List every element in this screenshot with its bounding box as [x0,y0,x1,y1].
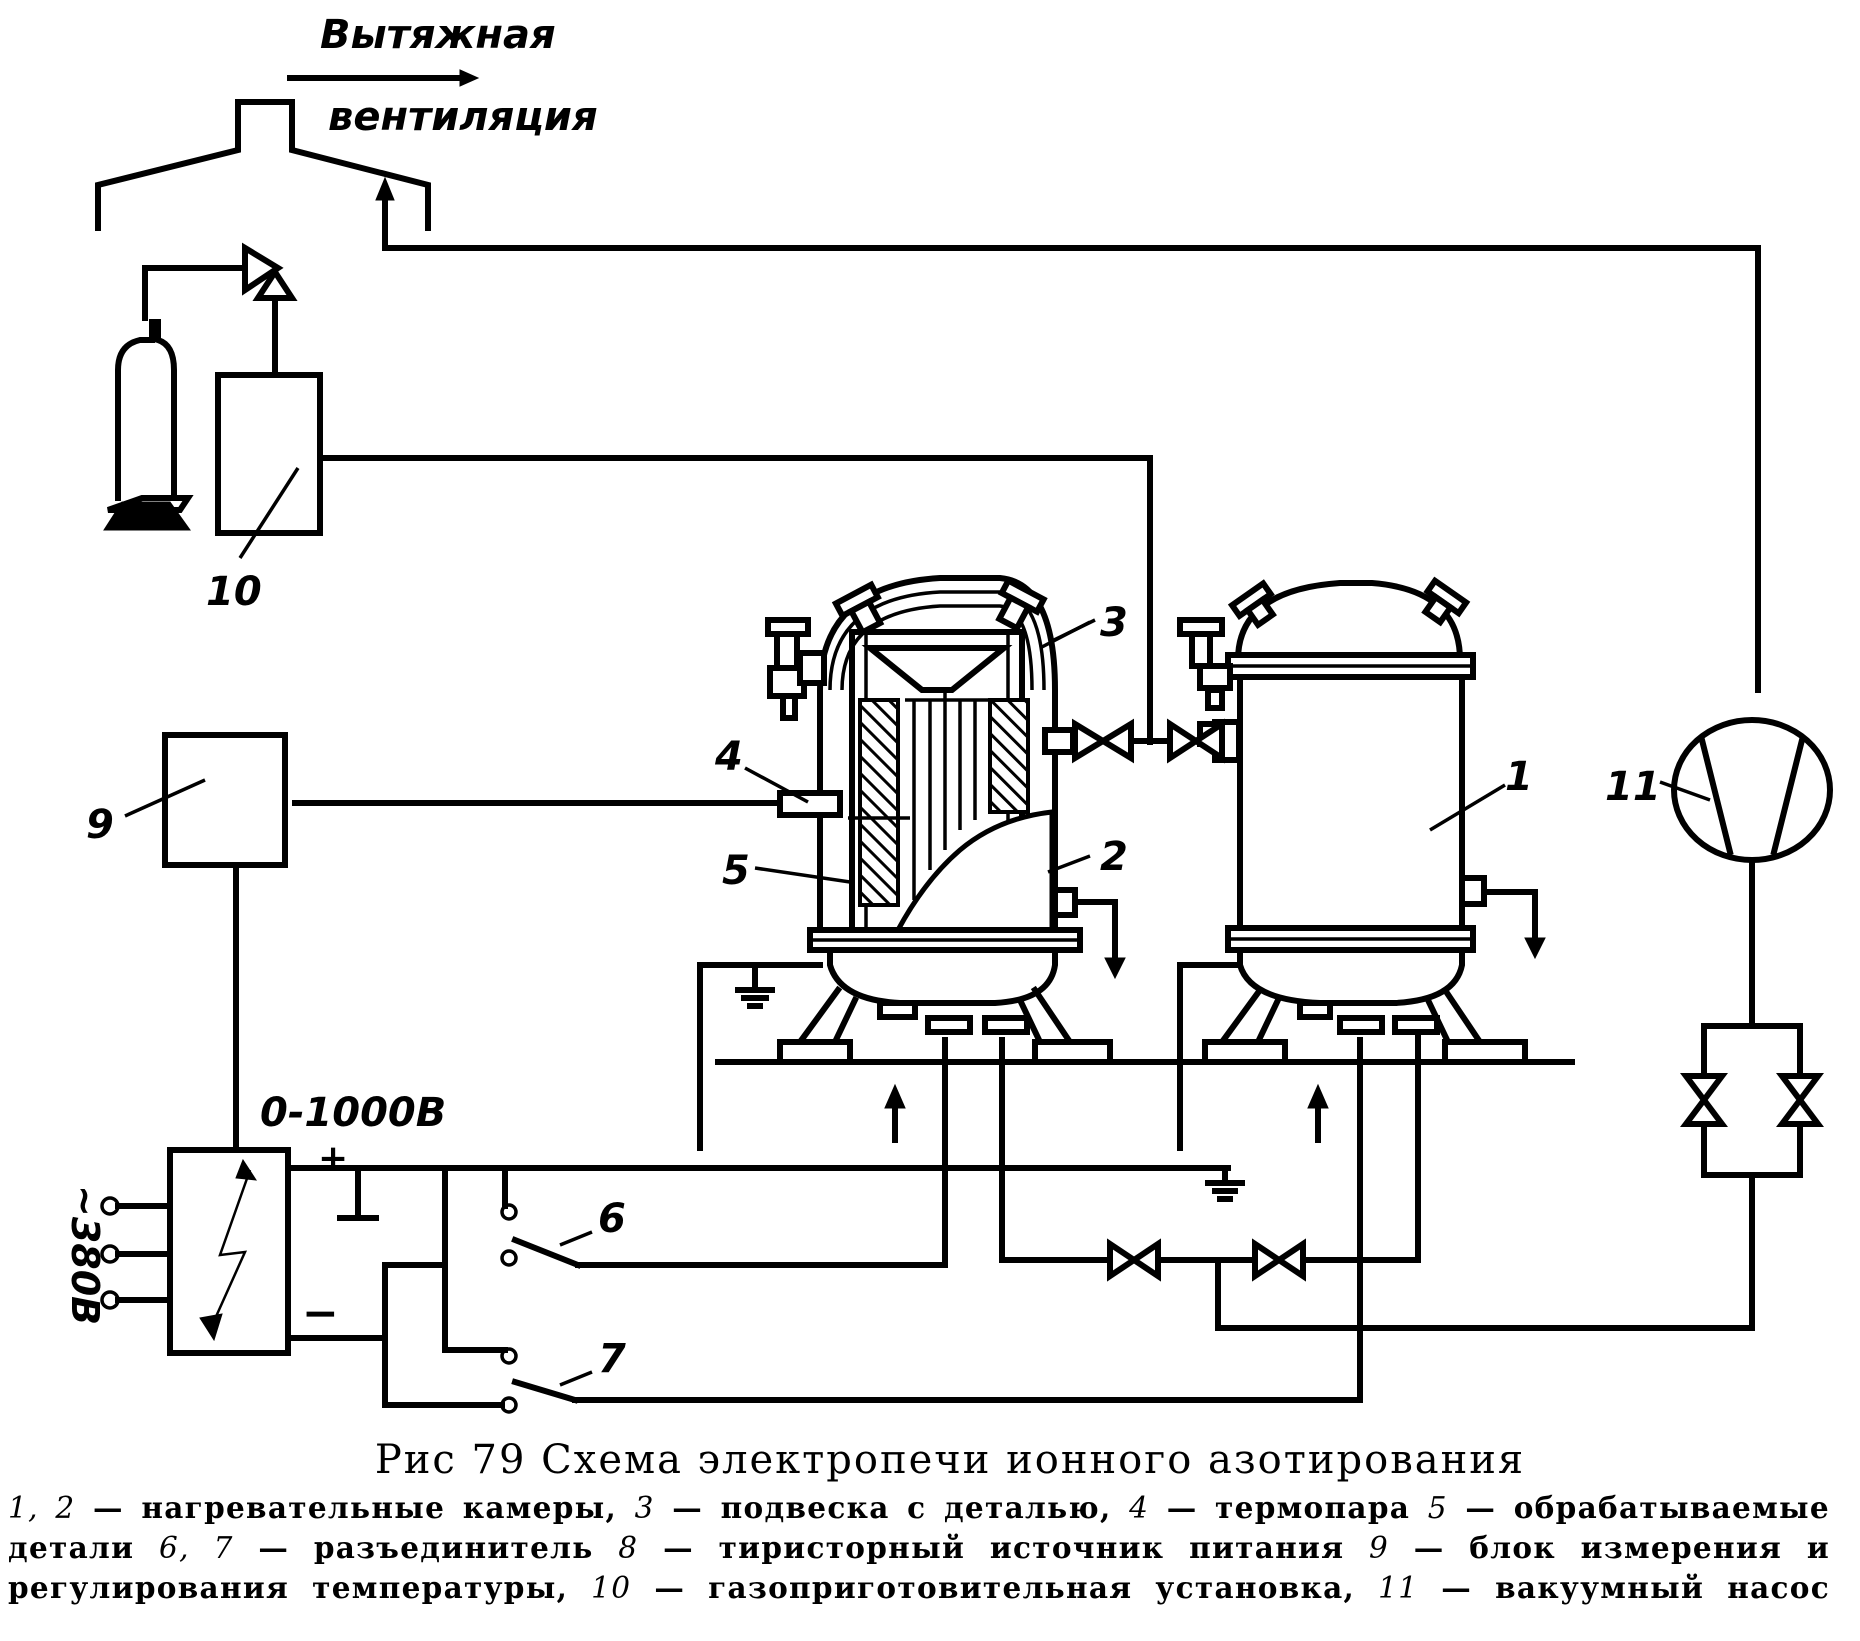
legend-item-number: 10 [591,1571,632,1605]
label-9: 9 [86,802,114,848]
figure-caption: Рис 79 Схема электропечи ионного азотиро… [0,1436,1860,1608]
legend-item-text: — тиристорный источник питания [638,1530,1370,1565]
ventilation-label-2: вентиляция [328,94,598,140]
temperature-control-unit [162,732,288,868]
caption-legend: 1, 2 — нагревательные камеры, 3 — подвес… [8,1488,1830,1608]
legend-item-number: 11 [1378,1571,1419,1605]
caption-title: Рис 79 Схема электропечи ионного азотиро… [374,1437,1526,1483]
label-1: 1 [1505,754,1533,800]
legend-item: 5 — обрабатываемые детали [8,1490,1830,1565]
thyristor-power-source [167,1147,291,1356]
legend-item-number: 8 [618,1531,639,1565]
legend-item-text: — блок измерения и регулирования темпера… [8,1530,1831,1605]
mains-voltage-label: ~380В [63,1185,107,1325]
gas-preparation-unit [215,372,323,536]
legend-item-number: 5 [1427,1491,1448,1525]
legend-item: 4 — термопара [1129,1490,1428,1525]
disconnector-7 [500,1037,1363,1414]
label-2: 2 [1100,834,1128,880]
legend-item: 9 — блок измерения и регулирования темпе… [8,1530,1830,1605]
label-7: 7 [598,1336,626,1382]
legend-item-number: 6, 7 [159,1531,234,1565]
heating-chamber-2 [765,575,1134,1006]
label-10: 10 [206,569,262,615]
label-4: 4 [714,734,743,780]
legend-item: 1, 2 — нагревательные камеры, [8,1490,635,1525]
legend-item: 8 — тиристорный источник питания [618,1530,1369,1565]
voltage-range-label: 0-1000В [260,1090,446,1136]
plus-sign: + [318,1138,348,1179]
label-6: 6 [598,1196,626,1242]
minus-sign: − [302,1288,339,1339]
legend-item-text: — нагревательные камеры, [75,1490,635,1525]
legend-item-number: 3 [634,1491,655,1525]
label-5: 5 [722,848,750,894]
legend-item-text: — термопара [1149,1490,1428,1525]
legend-item-number: 1, 2 [8,1491,76,1525]
disconnector-6 [442,1037,948,1353]
label-11: 11 [1605,764,1661,810]
legend-item-number: 9 [1369,1531,1390,1565]
legend-item-number: 4 [1129,1491,1150,1525]
legend-item: 10 — газоприготовительная установка, [591,1570,1378,1605]
legend-item: 11 — вакуумный насос [1378,1570,1830,1605]
ventilation-label: Вытяжная [320,12,556,58]
legend-item-text: — разъединитель [233,1530,619,1565]
label-3: 3 [1100,600,1128,646]
heating-chamber-1 [1167,576,1546,1006]
legend-item-text: — газоприготовительная установка, [631,1570,1379,1605]
vacuum-pump [1215,717,1833,1331]
legend-item: 3 — подвеска с деталью, [635,1490,1129,1525]
legend-item-text: — вакуумный насос [1418,1570,1830,1605]
mains-terminals [100,1196,173,1310]
gas-cylinder [103,242,298,531]
exhaust-hood [95,69,1761,693]
legend-item-text: — подвеска с деталью, [654,1490,1130,1525]
legend-item-text: — обрабатываемые детали [8,1490,1830,1565]
legend-item: 6, 7 — разъединитель [159,1530,618,1565]
